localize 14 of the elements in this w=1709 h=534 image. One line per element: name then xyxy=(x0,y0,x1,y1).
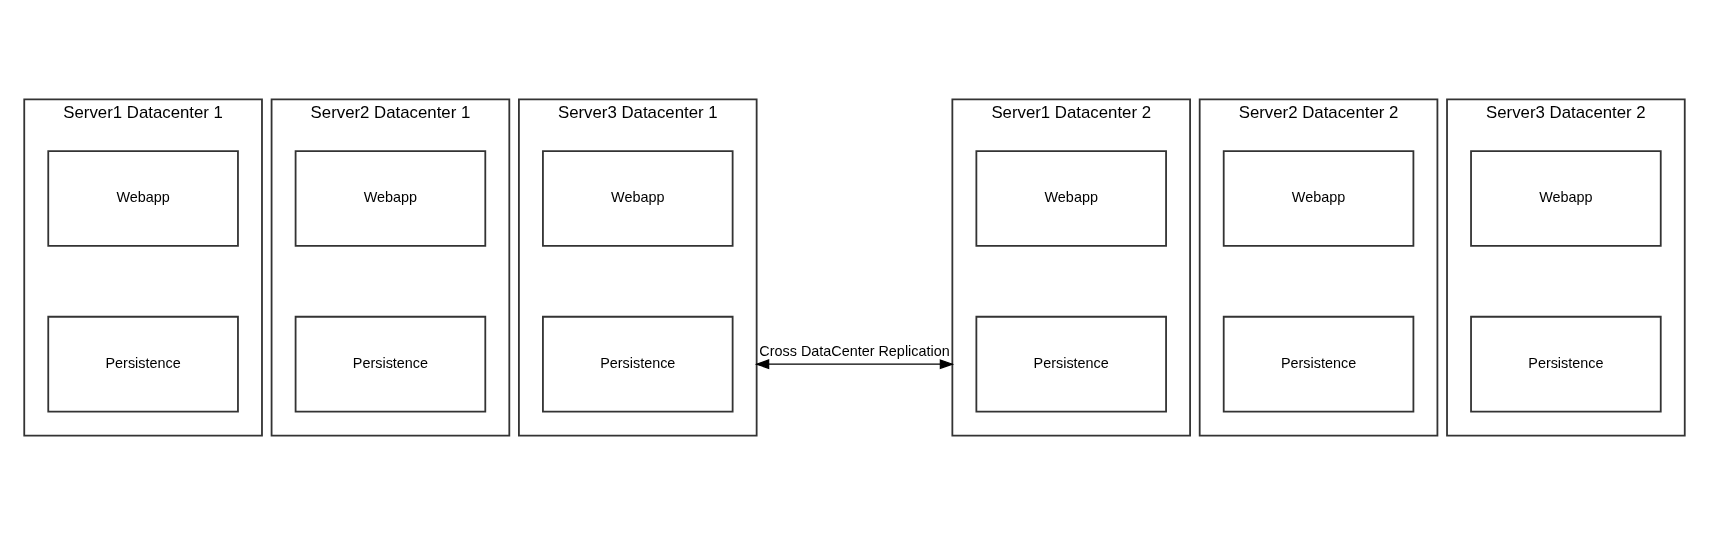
node-box: Webapp xyxy=(294,149,487,247)
node-box: Persistence xyxy=(1222,315,1415,412)
node-box: Persistence xyxy=(975,315,1167,412)
edge-label: Cross DataCenter Replication xyxy=(759,342,950,359)
node-box: Webapp xyxy=(1470,149,1662,247)
node-box: Webapp xyxy=(975,149,1167,247)
node-box: Persistence xyxy=(542,315,734,412)
node-box: Webapp xyxy=(542,149,734,247)
node-box: Persistence xyxy=(294,315,487,412)
node-box: Persistence xyxy=(1470,315,1662,412)
arrow xyxy=(754,358,955,369)
node-box: Webapp xyxy=(47,149,239,247)
node-box: Webapp xyxy=(1222,149,1415,247)
node-box: Persistence xyxy=(47,315,239,412)
